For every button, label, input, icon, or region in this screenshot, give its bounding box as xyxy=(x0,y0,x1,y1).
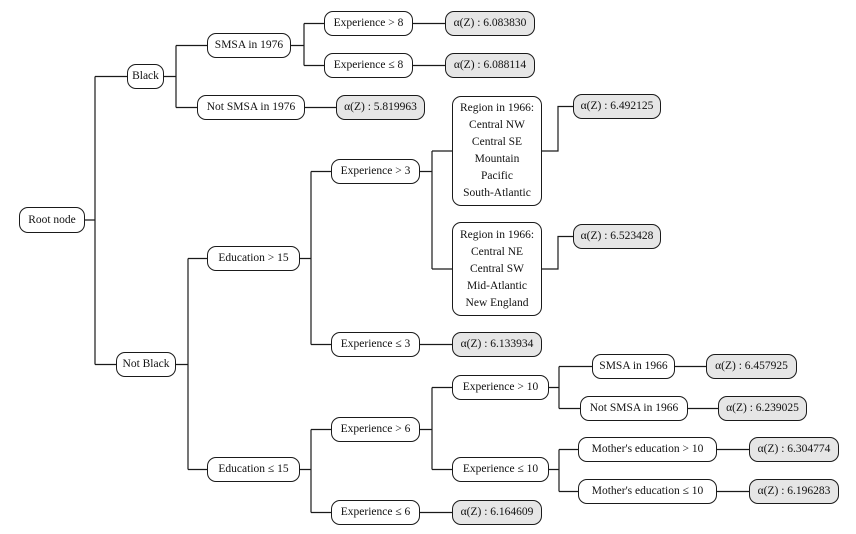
node-experience-gt-8-label: Experience > 8 xyxy=(333,17,404,29)
root-node-edge xyxy=(85,75,127,366)
leaf-smsa-1966[interactable]: α(Z) : 6.457925 xyxy=(706,354,797,379)
node-experience-le-3[interactable]: Experience ≤ 3 xyxy=(331,332,420,357)
node-experience-le-6-label: Experience ≤ 6 xyxy=(340,506,411,518)
node-not-smsa-1976-label: Not SMSA in 1976 xyxy=(206,101,296,113)
region-line: Pacific xyxy=(481,170,513,182)
region-line: Region in 1966: xyxy=(459,228,535,241)
node-smsa-1966-label: SMSA in 1966 xyxy=(599,360,668,372)
node-experience-le-10-label: Experience ≤ 10 xyxy=(462,463,539,475)
node-experience-le-8[interactable]: Experience ≤ 8 xyxy=(324,53,413,78)
node-not-black-edge xyxy=(176,257,207,471)
region-line: Region in 1966: xyxy=(459,102,535,114)
region-line: Central NE xyxy=(470,245,524,258)
leaf-experience-le-8[interactable]: α(Z) : 6.088114 xyxy=(445,53,535,78)
region-line: Mountain xyxy=(474,153,520,165)
node-education-le-15-label: Education ≤ 15 xyxy=(218,463,289,475)
root-node[interactable]: Root node xyxy=(19,207,85,233)
node-not-smsa-1966-label: Not SMSA in 1966 xyxy=(589,402,679,414)
node-experience-gt-6-edge xyxy=(420,386,452,471)
node-experience-gt-10-label: Experience > 10 xyxy=(462,381,539,393)
node-experience-gt-3[interactable]: Experience > 3 xyxy=(331,159,420,184)
leaf-experience-le-3[interactable]: α(Z) : 6.133934 xyxy=(452,332,542,357)
node-smsa-1976-label: SMSA in 1976 xyxy=(214,39,284,51)
leaf-value: α(Z) : 6.492125 xyxy=(580,100,654,112)
node-region-1966-a[interactable]: Region in 1966: Central NW Central SE Mo… xyxy=(452,96,542,206)
leaf-mother-education-le-10[interactable]: α(Z) : 6.196283 xyxy=(749,479,839,504)
node-experience-gt-6[interactable]: Experience > 6 xyxy=(331,417,420,442)
leaf-value: α(Z) : 6.164609 xyxy=(460,506,534,518)
node-experience-gt-8[interactable]: Experience > 8 xyxy=(324,11,413,36)
leaf-experience-gt-8[interactable]: α(Z) : 6.083830 xyxy=(445,11,535,36)
leaf-not-smsa-1966[interactable]: α(Z) : 6.239025 xyxy=(718,396,807,421)
node-smsa-1966[interactable]: SMSA in 1966 xyxy=(592,354,675,379)
node-experience-gt-10[interactable]: Experience > 10 xyxy=(452,375,549,400)
node-experience-gt-3-edge xyxy=(420,150,452,270)
region-line: Mid-Atlantic xyxy=(466,279,528,292)
node-education-le-15-edge xyxy=(300,428,331,514)
leaf-value: α(Z) : 6.239025 xyxy=(726,402,799,414)
leaf-value: α(Z) : 6.083830 xyxy=(453,17,527,29)
root-node-label: Root node xyxy=(28,213,76,226)
node-education-gt-15-edge xyxy=(300,170,331,346)
node-mother-education-gt-10[interactable]: Mother's education > 10 xyxy=(578,437,717,462)
node-mother-education-gt-10-label: Mother's education > 10 xyxy=(591,443,704,455)
node-region-1966-b[interactable]: Region in 1966: Central NE Central SW Mi… xyxy=(452,222,542,316)
node-not-smsa-1976[interactable]: Not SMSA in 1976 xyxy=(197,95,305,120)
leaf-not-smsa-1976[interactable]: α(Z) : 5.819963 xyxy=(336,95,425,120)
leaf-region-1966-a-edge xyxy=(542,105,573,152)
node-mother-education-le-10-label: Mother's education ≤ 10 xyxy=(591,485,704,497)
node-black-label: Black xyxy=(132,70,159,82)
node-experience-le-10[interactable]: Experience ≤ 10 xyxy=(452,457,549,482)
node-smsa-1976[interactable]: SMSA in 1976 xyxy=(207,33,291,58)
node-education-le-15[interactable]: Education ≤ 15 xyxy=(207,457,300,482)
leaf-region-1966-b[interactable]: α(Z) : 6.523428 xyxy=(573,224,661,249)
node-black[interactable]: Black xyxy=(127,64,164,89)
node-smsa-1976-edge xyxy=(291,22,324,67)
leaf-region-1966-a[interactable]: α(Z) : 6.492125 xyxy=(573,94,661,119)
node-experience-le-8-label: Experience ≤ 8 xyxy=(333,59,404,71)
node-experience-gt-6-label: Experience > 6 xyxy=(340,423,411,435)
node-experience-le-10-edge xyxy=(549,448,578,493)
leaf-mother-education-gt-10[interactable]: α(Z) : 6.304774 xyxy=(749,437,839,462)
region-line: South-Atlantic xyxy=(463,187,531,199)
region-line: Central SE xyxy=(471,136,523,148)
region-line: Central NW xyxy=(469,119,525,131)
node-education-gt-15[interactable]: Education > 15 xyxy=(207,246,300,271)
node-not-black-label: Not Black xyxy=(122,358,170,370)
node-education-gt-15-label: Education > 15 xyxy=(218,252,289,264)
leaf-experience-le-6[interactable]: α(Z) : 6.164609 xyxy=(452,500,542,525)
node-experience-gt-3-label: Experience > 3 xyxy=(340,165,411,177)
node-not-black[interactable]: Not Black xyxy=(116,352,176,377)
node-experience-le-3-label: Experience ≤ 3 xyxy=(340,338,411,350)
node-not-smsa-1966[interactable]: Not SMSA in 1966 xyxy=(580,396,688,421)
region-line: Central SW xyxy=(470,262,524,275)
leaf-value: α(Z) : 6.523428 xyxy=(580,230,654,242)
node-mother-education-le-10[interactable]: Mother's education ≤ 10 xyxy=(578,479,717,504)
leaf-value: α(Z) : 6.133934 xyxy=(460,338,534,350)
node-experience-le-6[interactable]: Experience ≤ 6 xyxy=(331,500,420,525)
leaf-value: α(Z) : 6.088114 xyxy=(453,59,527,71)
leaf-value: α(Z) : 6.457925 xyxy=(715,360,788,372)
leaf-value: α(Z) : 5.819963 xyxy=(344,101,417,113)
leaf-region-1966-b-edge xyxy=(542,235,573,270)
node-experience-gt-10-edge xyxy=(549,365,592,410)
region-line: New England xyxy=(465,296,529,309)
leaf-value: α(Z) : 6.196283 xyxy=(757,485,831,497)
node-black-edge xyxy=(164,44,207,109)
leaf-value: α(Z) : 6.304774 xyxy=(757,443,831,455)
